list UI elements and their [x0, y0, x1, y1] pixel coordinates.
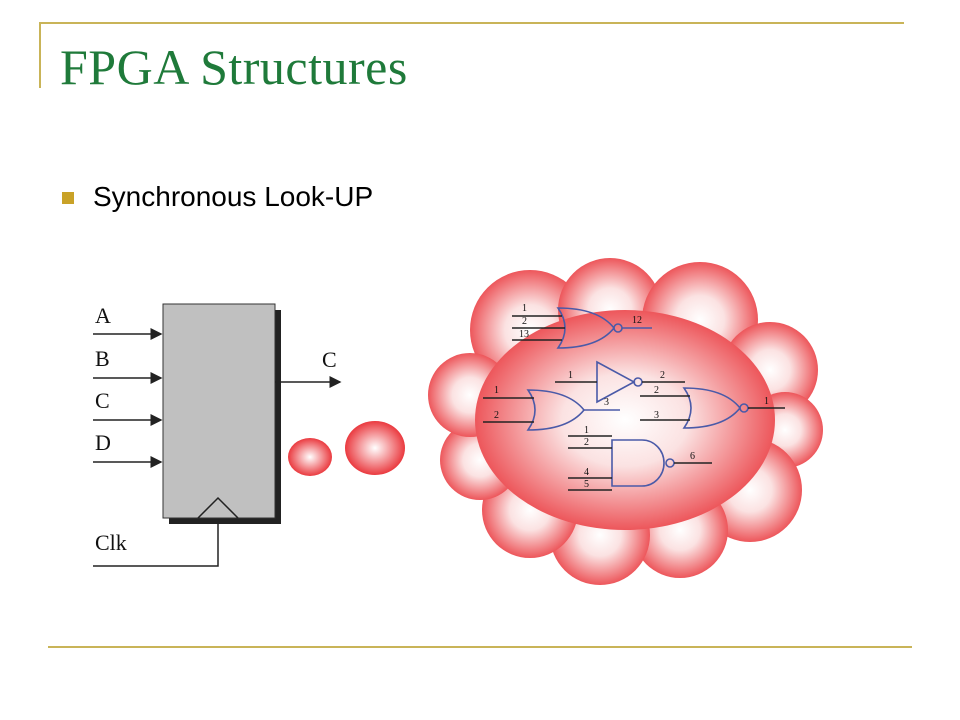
pin-label: 13: [519, 329, 529, 340]
pin-label: 1: [522, 303, 527, 314]
pin-labels: 1 2 13 12 1 2 1 2 3 2 3 1 1 2 4 5 6: [494, 303, 769, 490]
logic-cloud: [428, 258, 823, 585]
lut-block: [162, 303, 281, 524]
medium-bubble: [345, 421, 405, 475]
nor-gate-right: [640, 387, 785, 429]
pin-label: 1: [764, 396, 769, 407]
clock-line: Clk: [93, 520, 219, 567]
pin-label: 3: [604, 397, 609, 408]
pin-label: 12: [632, 315, 642, 326]
pin-label: 1: [494, 385, 499, 396]
left-rule: [39, 22, 41, 88]
input-label-b: B: [95, 346, 110, 371]
small-bubble: [288, 438, 332, 476]
clock-label: Clk: [95, 530, 127, 555]
pin-label: 2: [522, 316, 527, 327]
nor-gate-top: [512, 307, 652, 349]
pin-label: 2: [584, 437, 589, 448]
top-rule: [40, 22, 904, 24]
lut-inputs: A B C D: [93, 303, 163, 468]
pin-label: 4: [584, 467, 589, 478]
pin-label: 5: [584, 479, 589, 490]
bullet-square-icon: [62, 192, 74, 204]
bullet-text: Synchronous Look-UP: [93, 181, 374, 212]
input-label-d: D: [95, 430, 111, 455]
slide-title: FPGA Structures: [60, 39, 408, 95]
input-label-c: C: [95, 388, 110, 413]
pin-label: 2: [654, 385, 659, 396]
nand-gate-bottom: [568, 435, 712, 491]
input-label-a: A: [95, 303, 111, 328]
lut-output: C: [275, 347, 342, 388]
pin-label: 1: [568, 370, 573, 381]
pin-label: 1: [584, 425, 589, 436]
inverter-gate: [555, 360, 685, 404]
logic-gates: [483, 307, 785, 491]
or-gate-left: [483, 389, 620, 431]
pin-label: 6: [690, 451, 695, 462]
pin-label: 3: [654, 410, 659, 421]
output-label: C: [322, 347, 337, 372]
pin-label: 2: [494, 410, 499, 421]
pin-label: 2: [660, 370, 665, 381]
bottom-rule: [48, 646, 912, 648]
